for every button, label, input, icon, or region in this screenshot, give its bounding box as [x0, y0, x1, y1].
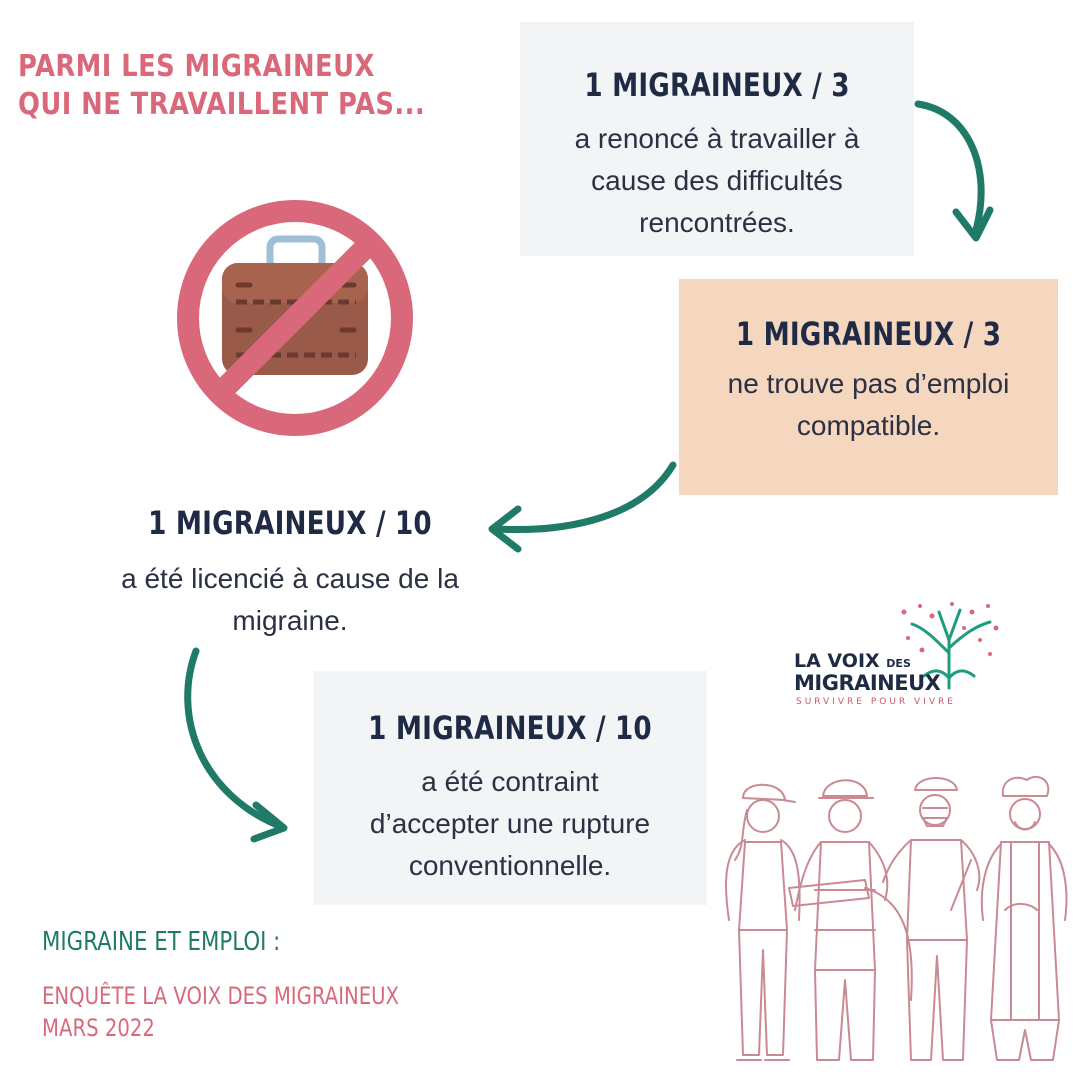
no-briefcase-icon: [177, 200, 413, 436]
stat-card-forced-termination: 1 MIGRAINEUX / 10 a été contraint d’acce…: [313, 671, 707, 905]
stat-text: ne trouve pas d’emploi compatible.: [727, 368, 1010, 441]
stat-text: a été contraint d’accepter une rupture c…: [369, 766, 651, 881]
footer-source: ENQUÊTE LA VOIX DES MIGRAINEUX MARS 2022: [42, 980, 399, 1044]
curved-arrow-icon: [914, 100, 994, 242]
stat-card-no-compatible-job: 1 MIGRAINEUX / 3 ne trouve pas d’emploi …: [679, 279, 1058, 495]
curved-arrow-icon: [184, 647, 288, 843]
workers-illustration: [725, 775, 1068, 1061]
footer-date: MARS 2022: [42, 1014, 155, 1042]
stat-title: 1 MIGRAINEUX / 10: [368, 709, 652, 747]
tree-icon: [901, 602, 999, 690]
stat-title: 1 MIGRAINEUX / 3: [584, 66, 850, 104]
stat-text: a été licencié à cause de la migraine.: [121, 563, 459, 636]
logo-tagline: SURVIVRE POUR VIVRE: [796, 697, 956, 707]
logo-text-a: LA VOIX: [794, 650, 880, 672]
logo-text-b: DES: [886, 657, 911, 670]
curved-arrow-icon: [488, 461, 677, 553]
stat-title: 1 MIGRAINEUX / 3: [735, 315, 1002, 353]
headline: PARMI LES MIGRAINEUX QUI NE TRAVAILLENT …: [18, 49, 426, 122]
logo-text-main: MIGRAINEUX: [794, 671, 941, 695]
stat-title: 1 MIGRAINEUX / 10: [148, 504, 432, 542]
logo-text: LA VOIX DES: [794, 650, 911, 672]
stat-text: a renoncé à travailler à cause des diffi…: [574, 123, 860, 238]
stat-card-gave-up: 1 MIGRAINEUX / 3 a renoncé à travailler …: [520, 22, 914, 256]
stat-card-fired: 1 MIGRAINEUX / 10 a été licencié à cause…: [70, 492, 510, 652]
footer-source-line: ENQUÊTE LA VOIX DES MIGRAINEUX: [42, 982, 400, 1010]
footer-title: MIGRAINE ET EMPLOI :: [42, 927, 281, 957]
logo: LA VOIX DES MIGRAINEUX SURVIVRE POUR VIV…: [794, 598, 1004, 710]
